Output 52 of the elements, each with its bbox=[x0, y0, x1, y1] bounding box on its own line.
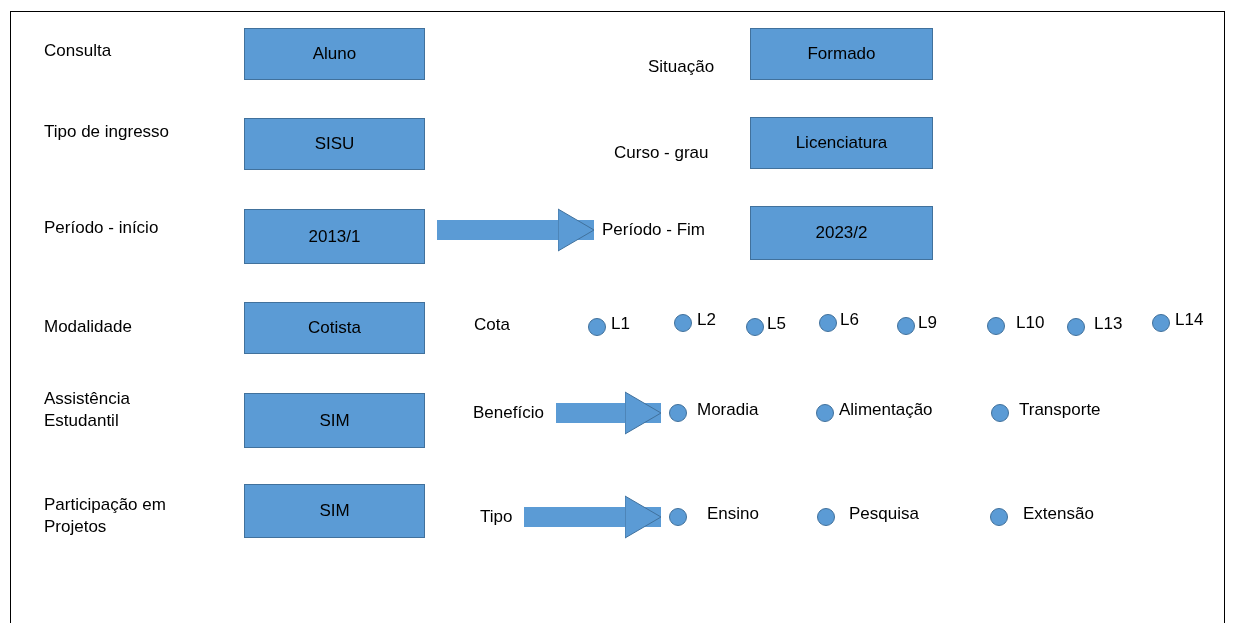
option-label: L6 bbox=[840, 309, 859, 331]
option-label: Transporte bbox=[1019, 399, 1101, 421]
block-arrow bbox=[556, 391, 662, 435]
option-label: Alimentação bbox=[839, 399, 933, 421]
field-label: Curso - grau bbox=[614, 142, 709, 164]
value-box: Cotista bbox=[244, 302, 425, 354]
bullet-dot bbox=[674, 314, 692, 332]
bullet-dot bbox=[588, 318, 606, 336]
value-box: Formado bbox=[750, 28, 933, 80]
field-label: Situação bbox=[648, 56, 715, 78]
option-label: L1 bbox=[611, 313, 630, 335]
field-label: Tipo de ingresso bbox=[44, 121, 170, 143]
field-label: Benefício bbox=[473, 402, 544, 424]
bullet-dot bbox=[817, 508, 835, 526]
option-label: L10 bbox=[1016, 312, 1045, 334]
value-box: 2023/2 bbox=[750, 206, 933, 260]
bullet-dot bbox=[1152, 314, 1170, 332]
bullet-dot bbox=[816, 404, 834, 422]
field-label: Assistência Estudantil bbox=[44, 388, 131, 432]
bullet-dot bbox=[991, 404, 1009, 422]
value-box: SIM bbox=[244, 484, 425, 538]
field-label: Tipo bbox=[480, 506, 513, 528]
value-box: SISU bbox=[244, 118, 425, 170]
value-box: Aluno bbox=[244, 28, 425, 80]
bullet-dot bbox=[987, 317, 1005, 335]
block-arrow bbox=[524, 495, 662, 539]
bullet-dot bbox=[746, 318, 764, 336]
option-label: L5 bbox=[767, 313, 786, 335]
bullet-dot bbox=[669, 404, 687, 422]
bullet-dot bbox=[819, 314, 837, 332]
value-box: 2013/1 bbox=[244, 209, 425, 264]
option-label: Extensão bbox=[1023, 503, 1094, 525]
option-label: L14 bbox=[1175, 309, 1204, 331]
bullet-dot bbox=[1067, 318, 1085, 336]
option-label: Ensino bbox=[707, 503, 759, 525]
field-label: Consulta bbox=[44, 40, 112, 62]
option-label: L9 bbox=[918, 312, 937, 334]
field-label: Período - início bbox=[44, 217, 159, 239]
bullet-dot bbox=[990, 508, 1008, 526]
field-label: Modalidade bbox=[44, 316, 132, 338]
field-label: Participação em Projetos bbox=[44, 494, 167, 538]
field-label: Período - Fim bbox=[602, 219, 705, 241]
bullet-dot bbox=[669, 508, 687, 526]
bullet-dot bbox=[897, 317, 915, 335]
option-label: L13 bbox=[1094, 313, 1123, 335]
value-box: Licenciatura bbox=[750, 117, 933, 169]
option-label: Pesquisa bbox=[849, 503, 919, 525]
field-label: Cota bbox=[474, 314, 510, 336]
option-label: L2 bbox=[697, 309, 716, 331]
block-arrow bbox=[437, 208, 595, 252]
value-box: SIM bbox=[244, 393, 425, 448]
option-label: Moradia bbox=[697, 399, 759, 421]
